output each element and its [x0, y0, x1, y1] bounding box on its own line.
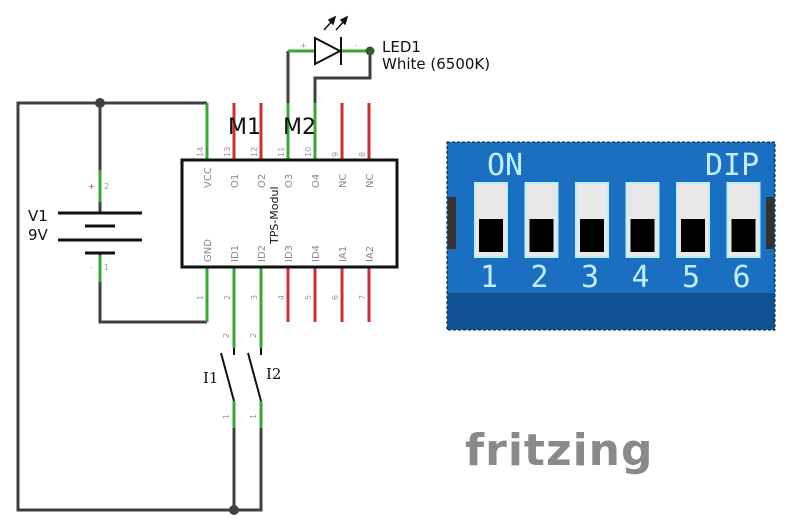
- ic-body[interactable]: [180, 158, 399, 269]
- led-value: White (6500K): [382, 55, 490, 73]
- battery-value: 9V: [28, 226, 49, 244]
- pin-number: 11: [277, 147, 286, 157]
- dip-switch-number: 6: [733, 260, 751, 295]
- dip-toggle-slider: [731, 219, 756, 252]
- dip-notch: [766, 197, 774, 249]
- led1[interactable]: + - LED1 White (6500K): [288, 15, 490, 73]
- pin-label: NC: [365, 174, 376, 188]
- dip-switch-number: 2: [531, 260, 549, 295]
- dip-switch-number: 3: [581, 260, 599, 295]
- pin-label: ID2: [257, 245, 268, 262]
- dip-label: DIP: [705, 148, 759, 183]
- dip-switch-number: 5: [682, 260, 700, 295]
- pin-label: GND: [203, 239, 214, 262]
- dip-switch-number: 1: [480, 260, 498, 295]
- pin-label: O2: [257, 174, 268, 188]
- dip-toggle-slider: [630, 219, 655, 252]
- battery-name: V1: [28, 207, 48, 225]
- pin-number: 5: [304, 295, 313, 300]
- dip-toggle-slider: [580, 219, 604, 252]
- wires: [16, 51, 372, 512]
- switch-i1[interactable]: 2 1 I1: [203, 322, 236, 428]
- switch-name: I1: [203, 369, 218, 387]
- switch-i2[interactable]: 2 1 I2: [247, 322, 281, 428]
- motor-label-m1: M1: [228, 115, 261, 140]
- switch-name: I2: [266, 365, 281, 383]
- dip-toggle-slider: [529, 219, 554, 252]
- pin-number: 7: [358, 295, 367, 300]
- dip-notch: [448, 197, 456, 249]
- pin-number: 2: [223, 295, 232, 300]
- pin-label: O1: [230, 174, 241, 188]
- pin-number: 2: [104, 182, 109, 191]
- pin-number: 12: [250, 147, 259, 157]
- light-arrows-icon: [323, 15, 349, 31]
- diode-triangle: [314, 36, 343, 66]
- pin-number: 4: [277, 295, 286, 300]
- pin-number: 9: [331, 152, 340, 157]
- pin-number: 14: [196, 147, 205, 157]
- wire-left-loop[interactable]: [16, 101, 263, 512]
- dip-toggle-slider: [681, 219, 705, 252]
- pin-number: 3: [250, 295, 259, 300]
- pin-label: ID4: [311, 245, 322, 262]
- pin-label: O3: [284, 174, 295, 188]
- pin-number: 1: [249, 414, 258, 419]
- pin-label: VCC: [203, 167, 214, 188]
- dip-base: [448, 293, 774, 329]
- dip-toggle-slider: [479, 219, 503, 252]
- pin-number: 1: [222, 414, 231, 419]
- pin-label: O4: [311, 174, 322, 188]
- motor-label-m2: M2: [283, 115, 316, 140]
- pin-label: NC: [338, 174, 349, 188]
- dip-switch-number: 4: [632, 260, 650, 295]
- pin-number: -: [355, 41, 358, 50]
- pin-label: ID3: [284, 245, 295, 262]
- pin-number: 8: [358, 152, 367, 157]
- dip-on-label: ON: [487, 148, 523, 183]
- led-name: LED1: [382, 38, 421, 56]
- pin-number: 1: [196, 295, 205, 300]
- pin-number: 10: [304, 147, 313, 157]
- switch-lever: [220, 352, 235, 402]
- pin-label: ID1: [230, 245, 241, 262]
- ic-name: TPS-Modul: [268, 186, 281, 245]
- pin-number: 2: [249, 333, 258, 338]
- pin-number: 1: [104, 263, 109, 272]
- junction-dot: [95, 98, 105, 108]
- battery-v1[interactable]: + 2 - 1 V1 9V: [28, 170, 142, 282]
- plus-sign: +: [88, 182, 95, 191]
- pin-number: 13: [223, 147, 232, 157]
- led-terminal-dot: [365, 46, 375, 56]
- fritzing-logo: fritzing: [465, 425, 653, 476]
- junction-dot: [229, 505, 239, 515]
- pin-number: 2: [222, 333, 231, 338]
- pin-label: IA2: [365, 246, 376, 262]
- pin-number: +: [300, 41, 307, 50]
- minus-sign: -: [90, 263, 93, 272]
- wire-led-o4[interactable]: [313, 51, 372, 103]
- pin-number: 6: [331, 295, 340, 300]
- switch-lever: [247, 352, 262, 402]
- pin-label: IA1: [338, 246, 349, 262]
